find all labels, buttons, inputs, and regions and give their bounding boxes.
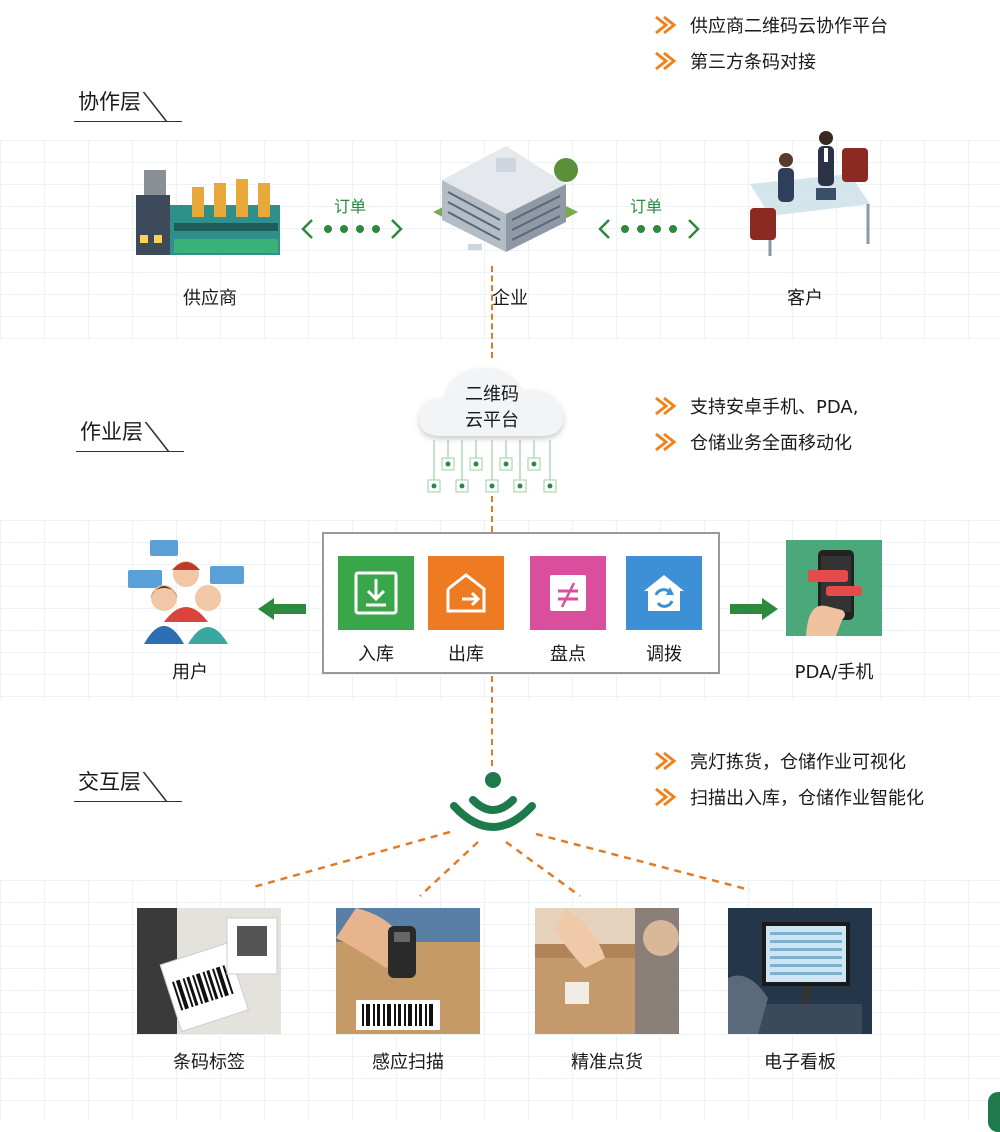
device-label-scanner: 感应扫描 (372, 1052, 444, 1073)
op-inbound-tile[interactable] (338, 556, 414, 630)
layer-underline (74, 121, 182, 122)
cloud-icon (419, 367, 564, 436)
cloud-services-icons (427, 440, 557, 493)
bullet-operation-1: 支持安卓手机、PDA, (654, 393, 858, 419)
signal-fan-lines (249, 830, 751, 898)
op-stocktake-label: 盘点 (550, 644, 586, 665)
arrow-left-icon (258, 598, 306, 620)
op-transfer-label: 调拨 (646, 644, 682, 665)
layer-title-operation: 作业层 (80, 420, 143, 444)
inbound-icon (354, 571, 398, 615)
customer-meeting-icon (750, 131, 870, 256)
bullet-text: 亮灯拣货，仓储作业可视化 (690, 752, 906, 773)
pda-phone-icon (786, 540, 882, 636)
transfer-icon (644, 575, 684, 611)
layer-underline (76, 451, 184, 452)
layer-underline (74, 801, 182, 802)
scanner-image (336, 908, 480, 1034)
layer-slash (142, 92, 168, 122)
wifi-signal-icon (450, 772, 536, 831)
chevron-right-icon (655, 15, 677, 35)
bullet-collab-2: 第三方条码对接 (654, 48, 816, 74)
bullet-text: 第三方条码对接 (690, 52, 816, 73)
order-link-right-icon (598, 219, 700, 239)
layer-slash (144, 422, 170, 452)
bullet-interaction-2: 扫描出入库，仓储作业智能化 (654, 784, 924, 810)
op-transfer-tile[interactable] (626, 556, 702, 630)
barcode-label-image (137, 908, 281, 1034)
chevron-right-icon (655, 396, 677, 416)
chevron-right-icon (655, 51, 677, 71)
order-label-right: 订单 (630, 197, 663, 216)
corner-accent (988, 1092, 1000, 1132)
enterprise-building-icon (433, 146, 578, 252)
connector-cloud-ops (491, 496, 493, 532)
layer-slash (142, 772, 168, 802)
order-label-left: 订单 (334, 197, 367, 216)
factory-icon (136, 170, 280, 255)
node-user: 用户 (172, 662, 208, 683)
node-enterprise: 企业 (492, 288, 528, 309)
connector-enterprise-cloud (491, 266, 493, 358)
device-label-counting: 精准点货 (571, 1052, 643, 1073)
op-inbound-label: 入库 (358, 644, 394, 665)
bullet-text: 供应商二维码云协作平台 (690, 16, 888, 37)
bullet-text: 支持安卓手机、PDA, (690, 397, 859, 418)
device-label-dashboard: 电子看板 (764, 1052, 836, 1073)
cloud-label-line2: 云平台 (465, 410, 519, 431)
chevron-right-icon (655, 432, 677, 452)
barcode-label-photo (137, 908, 281, 1034)
counting-photo (535, 908, 679, 1034)
bullet-text: 仓储业务全面移动化 (690, 433, 852, 454)
order-link-left-icon (301, 219, 403, 239)
arrow-right-icon (730, 598, 778, 620)
chevron-right-icon (655, 751, 677, 771)
counting-image (535, 908, 679, 1034)
op-stocktake-tile[interactable] (530, 556, 606, 630)
stocktake-icon (550, 575, 586, 611)
bullet-text: 扫描出入库，仓储作业智能化 (690, 788, 924, 809)
outbound-icon (446, 573, 486, 613)
layer-title-collab: 协作层 (78, 90, 141, 114)
chevron-right-icon (655, 787, 677, 807)
connector-ops-wifi (491, 676, 493, 766)
layer-title-interaction: 交互层 (78, 770, 141, 794)
node-device: PDA/手机 (794, 662, 874, 683)
bullet-interaction-1: 亮灯拣货，仓储作业可视化 (654, 748, 906, 774)
cloud-label-line1: 二维码 (465, 384, 519, 405)
node-supplier: 供应商 (183, 288, 237, 309)
users-icon (128, 540, 244, 644)
node-customer: 客户 (787, 288, 823, 309)
bullet-operation-2: 仓储业务全面移动化 (654, 429, 852, 455)
op-outbound-tile[interactable] (428, 556, 504, 630)
op-outbound-label: 出库 (448, 644, 484, 665)
dashboard-image (728, 908, 872, 1034)
dashboard-photo (728, 908, 872, 1034)
scanner-photo (336, 908, 480, 1034)
bullet-collab-1: 供应商二维码云协作平台 (654, 12, 888, 38)
device-label-barcode: 条码标签 (173, 1052, 245, 1073)
